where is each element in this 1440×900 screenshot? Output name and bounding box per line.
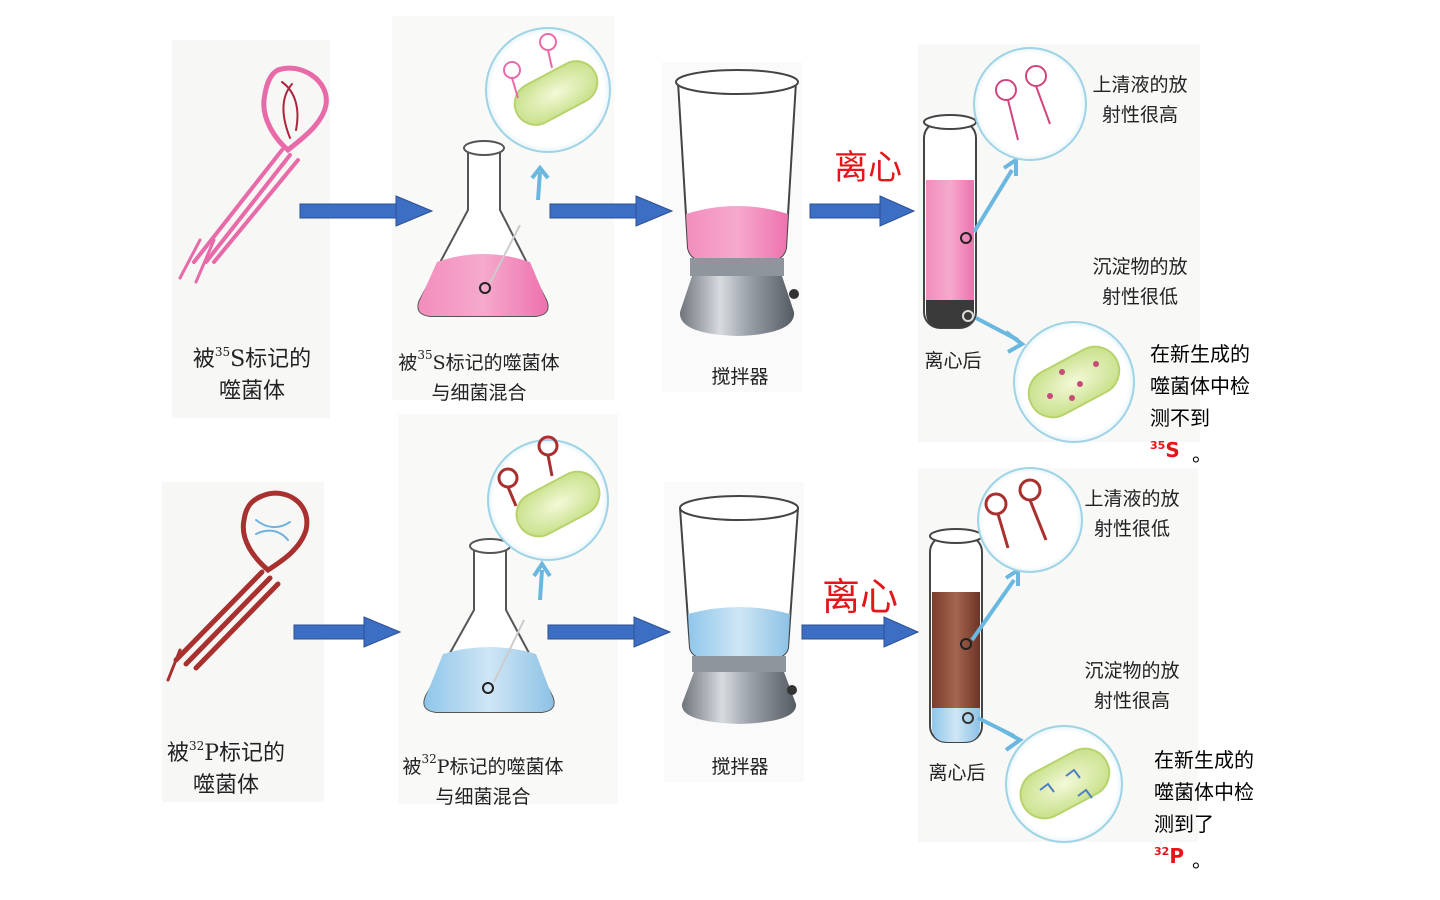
pellet-line2: 射性很低 — [1101, 286, 1178, 308]
supernatant-label: 上清液的放 射性很低 — [1070, 484, 1194, 544]
result-note: 在新生成的 噬菌体中检 测不到 — [1150, 338, 1250, 434]
label-line2: 与细菌混合 — [431, 382, 527, 404]
arrow-icon — [299, 195, 434, 227]
label-prefix: 被 — [398, 352, 418, 374]
zoom-bubble-icon — [487, 435, 609, 601]
isotope-symbol: S — [1165, 438, 1180, 462]
label-prefix: 被 — [192, 347, 215, 372]
label-line2: 与细菌混合 — [435, 786, 531, 808]
label-suffix: S标记的噬菌体 — [432, 352, 560, 374]
isotope-symbol: P — [1169, 844, 1184, 868]
zoom-bubble-icon — [970, 467, 1123, 843]
centrifuge-label: 离心 — [822, 575, 899, 619]
supernatant-line2: 射性很低 — [1093, 518, 1170, 540]
supernatant-line1: 上清液的放 — [1092, 74, 1188, 96]
supernatant-line1: 上清液的放 — [1084, 488, 1180, 510]
label-suffix: S标记的 — [230, 347, 312, 372]
flask-35s-icon — [417, 140, 549, 317]
note-line3: 测到了 — [1154, 812, 1214, 836]
isotope-superscript: 35 — [1150, 439, 1166, 452]
phage-32p-icon — [166, 490, 310, 682]
supernatant-label: 上清液的放 射性很高 — [1078, 70, 1202, 130]
arrow-icon — [801, 616, 920, 648]
centrifuge-tube-icon — [923, 114, 977, 329]
label-prefix: 被 — [402, 756, 422, 778]
blender-icon — [679, 495, 799, 724]
note-line2: 噬菌体中检 — [1154, 780, 1254, 804]
note-line3: 测不到 — [1150, 406, 1210, 430]
panel-backdrop — [172, 40, 330, 418]
isotope-superscript: 32 — [1154, 845, 1170, 858]
pellet-line2: 射性很高 — [1093, 690, 1170, 712]
zoom-bubble-icon — [972, 47, 1135, 443]
zoom-bubble-icon — [485, 27, 611, 201]
arrow-icon — [293, 616, 402, 648]
flask-32p-icon — [423, 538, 555, 713]
phage-35s-icon — [178, 65, 329, 284]
flask-32p-label: 被32P标记的噬菌体 与细菌混合 — [388, 744, 578, 812]
phage-32p-label: 被32P标记的 噬菌体 — [160, 730, 292, 802]
label-line2: 噬菌体 — [218, 379, 285, 404]
phage-35s-label: 被35S标记的 噬菌体 — [174, 336, 330, 408]
result-isotope: 32P — [1154, 844, 1184, 868]
isotope-superscript: 35 — [214, 345, 231, 359]
pellet-label: 沉淀物的放 射性很低 — [1078, 252, 1202, 312]
label-line2: 噬菌体 — [192, 773, 259, 798]
result-isotope: 35S — [1150, 438, 1180, 462]
pellet-label: 沉淀物的放 射性很高 — [1070, 656, 1194, 716]
result-note: 在新生成的 噬菌体中检 测到了 — [1154, 744, 1254, 840]
isotope-superscript: 32 — [421, 752, 437, 766]
tube-label: 离心后 — [928, 762, 986, 784]
pellet-line1: 沉淀物的放 — [1092, 256, 1188, 278]
result-period: 。 — [1192, 442, 1212, 466]
centrifuge-label: 离心 — [834, 148, 902, 188]
note-line1: 在新生成的 — [1154, 748, 1254, 772]
note-line2: 噬菌体中检 — [1150, 374, 1250, 398]
note-line1: 在新生成的 — [1150, 342, 1250, 366]
arrow-icon — [809, 195, 916, 227]
label-suffix: P标记的噬菌体 — [436, 756, 564, 778]
isotope-superscript: 35 — [417, 348, 433, 362]
blender-label: 搅拌器 — [711, 366, 769, 388]
tube-label: 离心后 — [924, 350, 982, 372]
centrifuge-tube-icon — [929, 528, 983, 743]
blender-icon — [675, 69, 799, 336]
supernatant-line2: 射性很高 — [1101, 104, 1178, 126]
label-prefix: 被 — [166, 741, 189, 766]
arrow-icon — [547, 616, 672, 648]
result-period: 。 — [1192, 848, 1212, 872]
isotope-superscript: 32 — [188, 739, 205, 753]
pellet-line1: 沉淀物的放 — [1084, 660, 1180, 682]
blender-label: 搅拌器 — [711, 756, 769, 778]
arrow-icon — [549, 195, 674, 227]
flask-35s-label: 被35S标记的噬菌体 与细菌混合 — [384, 340, 574, 408]
label-suffix: P标记的 — [204, 741, 286, 766]
